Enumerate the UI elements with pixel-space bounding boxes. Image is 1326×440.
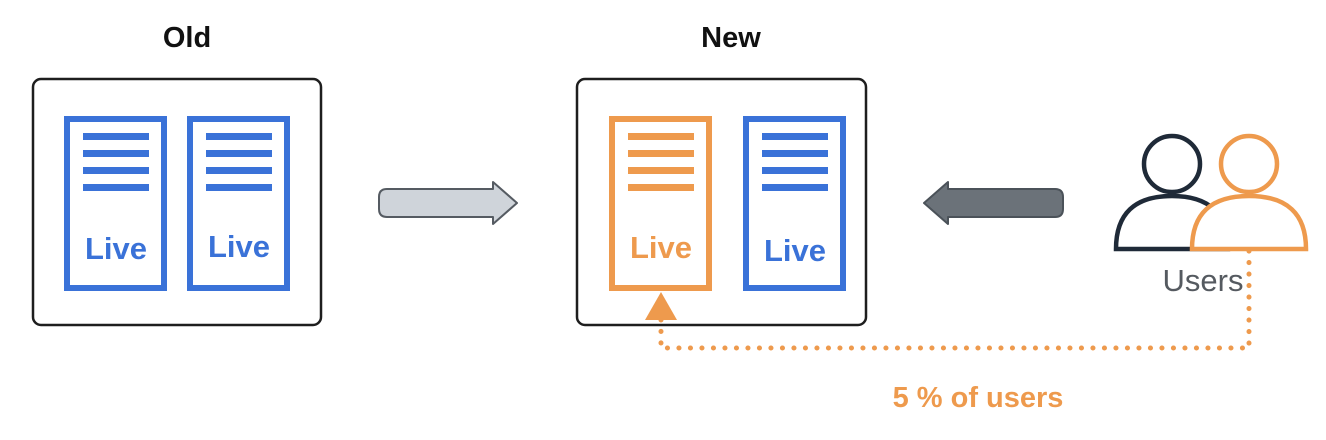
server-icon: [187, 116, 290, 291]
old-server-2: Live: [187, 116, 290, 291]
deploy-arrow-icon: [378, 181, 518, 225]
server-lines-icon: [762, 133, 828, 191]
old-server-1: Live: [64, 116, 167, 291]
canary-percentage-label: 5 % of users: [893, 382, 1064, 414]
canary-arrowhead-icon: [645, 292, 677, 320]
server-icon: [609, 116, 712, 291]
users-icon: [1113, 133, 1309, 252]
server-status-label: Live: [85, 231, 147, 266]
old-environment-title: Old: [163, 22, 211, 54]
server-lines-icon: [83, 133, 149, 191]
server-lines-icon: [206, 133, 272, 191]
server-icon: [743, 116, 846, 291]
traffic-arrow-icon: [923, 181, 1064, 225]
new-server-canary: Live: [609, 116, 712, 291]
server-lines-icon: [628, 133, 694, 191]
user-orange-icon: [1189, 133, 1309, 252]
users-label: Users: [1163, 263, 1244, 298]
server-status-label: Live: [208, 229, 270, 264]
new-environment-title: New: [701, 22, 761, 54]
server-status-label: Live: [630, 230, 692, 265]
canary-route-line: [658, 248, 1252, 351]
server-icon: [64, 116, 167, 291]
server-status-label: Live: [764, 233, 826, 268]
new-server-2: Live: [743, 116, 846, 291]
